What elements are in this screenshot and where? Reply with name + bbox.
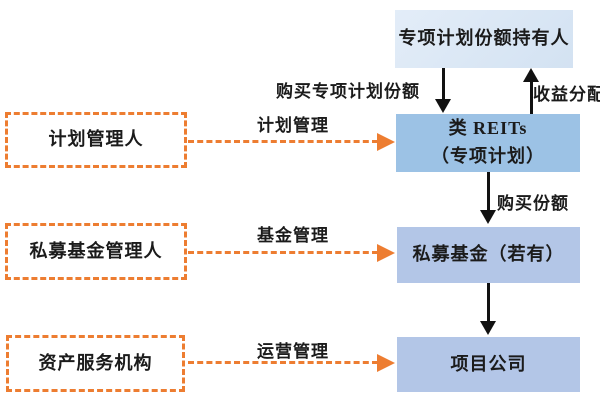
node-fund-manager-label: 私募基金管理人 bbox=[29, 240, 163, 261]
arrow-operation-management-head-icon bbox=[377, 354, 395, 372]
arrow-buy-plan-shares-head-icon bbox=[435, 99, 451, 113]
arrow-fund-management-head-icon bbox=[377, 244, 395, 262]
arrow-income-distribution-line bbox=[530, 80, 533, 114]
node-quasi-reits: 类 REITs （专项计划） bbox=[396, 114, 580, 172]
node-plan-share-holders: 专项计划份额持有人 bbox=[395, 10, 573, 68]
arrow-buy-shares-head-icon bbox=[480, 210, 496, 224]
edge-label-income-distribution: 收益分配 bbox=[533, 85, 600, 104]
arrow-fund-to-project-line bbox=[487, 283, 490, 322]
arrow-operation-management-line bbox=[188, 361, 378, 364]
arrow-income-distribution-head-icon bbox=[523, 68, 539, 82]
node-plan-manager: 计划管理人 bbox=[5, 112, 187, 168]
edge-label-fund-management: 基金管理 bbox=[257, 226, 329, 245]
arrow-buy-plan-shares-line bbox=[442, 68, 445, 100]
node-private-fund-label: 私募基金（若有） bbox=[412, 244, 565, 265]
node-plan-manager-label: 计划管理人 bbox=[48, 129, 144, 150]
node-quasi-reits-label-line1: 类 REITs bbox=[448, 118, 528, 139]
edge-label-plan-management: 计划管理 bbox=[257, 116, 329, 135]
edge-label-buy-plan-shares: 购买专项计划份额 bbox=[276, 82, 420, 101]
arrow-fund-management-line bbox=[188, 251, 378, 254]
arrow-fund-to-project-head-icon bbox=[480, 321, 496, 335]
arrow-plan-management-head-icon bbox=[377, 133, 395, 151]
node-asset-service: 资产服务机构 bbox=[6, 335, 185, 392]
node-fund-manager: 私募基金管理人 bbox=[5, 223, 187, 280]
node-project-company-label: 项目公司 bbox=[450, 353, 527, 374]
arrow-buy-shares-line bbox=[487, 172, 490, 211]
node-project-company: 项目公司 bbox=[397, 337, 580, 392]
edge-label-operation-management: 运营管理 bbox=[257, 342, 329, 361]
edge-label-buy-shares: 购买份额 bbox=[497, 194, 569, 213]
arrow-plan-management-line bbox=[188, 140, 378, 143]
node-plan-share-holders-label: 专项计划份额持有人 bbox=[398, 28, 570, 49]
node-quasi-reits-label-line2: （专项计划） bbox=[431, 146, 545, 166]
node-private-fund: 私募基金（若有） bbox=[397, 227, 580, 283]
node-asset-service-label: 资产服务机构 bbox=[38, 352, 153, 373]
